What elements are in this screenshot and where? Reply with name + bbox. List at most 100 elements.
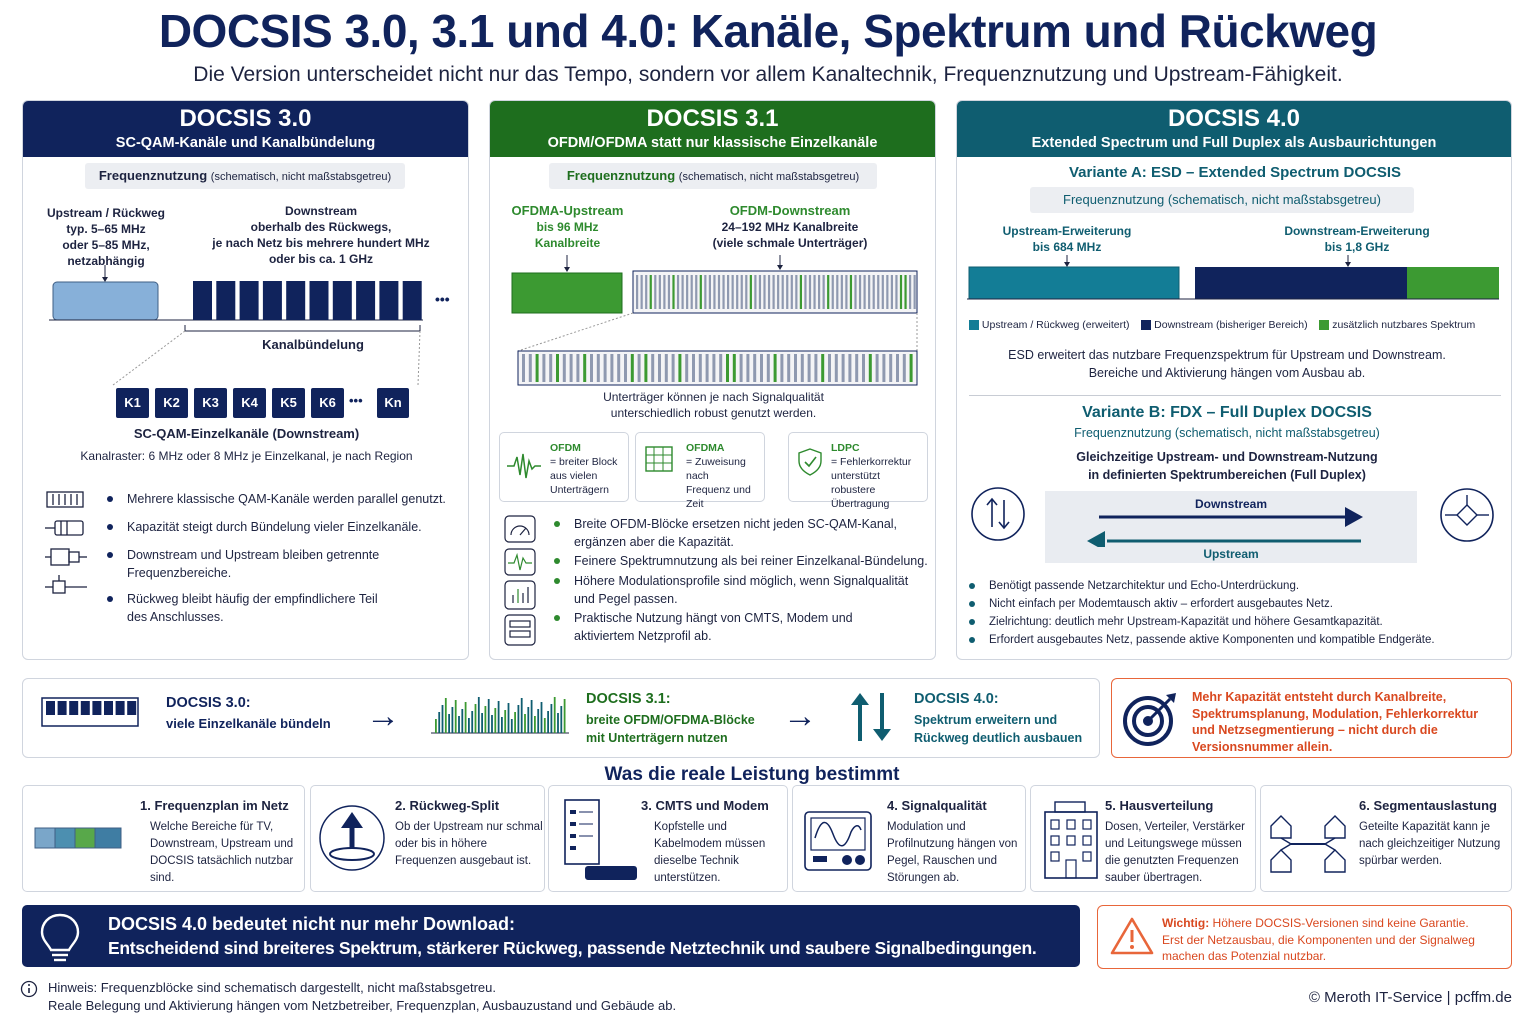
cmts-modem-icon (564, 799, 637, 880)
subcarrier (845, 275, 848, 309)
flow-arrow-1: → (366, 697, 400, 735)
gauge-icon (504, 515, 536, 543)
server-icon (504, 614, 536, 646)
docsis30-single-title: SC-QAM-Einzelkanäle (Downstream) (133, 426, 360, 441)
subcarrier (822, 275, 825, 309)
subcarrier (804, 275, 807, 309)
subcarrier-zoom (671, 354, 675, 382)
flow-subcarrier (547, 711, 549, 733)
subcarrier-zoom (522, 354, 525, 382)
flow-subcarrier (501, 717, 503, 733)
docsis31-header: DOCSIS 3.1 OFDM/OFDMA statt nur klassisc… (490, 101, 935, 157)
subcarrier-zoom (732, 354, 736, 382)
flow-subcarrier (524, 714, 526, 733)
esd-upstream-block (968, 266, 1180, 300)
svg-text:•••: ••• (435, 291, 450, 307)
channels-ellipsis: ••• (349, 393, 363, 408)
flow-subcarrier (451, 707, 454, 733)
footer-note: Hinweis: Frequenzblöcke sind schematisch… (48, 980, 677, 1013)
flow-channel-bar (127, 701, 137, 715)
info-icon (20, 980, 38, 998)
splitter-icon (45, 548, 87, 566)
subcarrier-zoom (630, 354, 634, 382)
subcarrier-zoom (753, 354, 757, 382)
factor-1: 1. Frequenzplan im Netz Welche Bereiche … (22, 785, 305, 892)
subcarrier (836, 275, 839, 309)
subcarrier-zoom (583, 354, 587, 382)
docsis40-subtitle: Extended Spectrum und Full Duplex als Au… (1031, 135, 1437, 151)
flow-channel-bar (92, 701, 102, 715)
flow-channel-bar (46, 701, 55, 715)
flow-channel-bar (104, 701, 113, 715)
docsis30-freq-pill: Frequenznutzung (schematisch, nicht maßs… (85, 163, 405, 189)
docsis31-robust-text: Unterträger können je nach Signalqualitä… (603, 390, 824, 420)
docsis31-panel: DOCSIS 3.1 OFDM/OFDMA statt nur klassisc… (489, 100, 936, 660)
subcarrier-zoom (896, 354, 899, 382)
fdx-downstream-label: Downstream (1194, 497, 1268, 511)
subcarrier-zoom (569, 354, 573, 382)
downstream-channel-block (262, 281, 282, 320)
spectrum-icon (504, 548, 536, 576)
esd-downstream-block (1195, 267, 1407, 299)
flow-step3-title: DOCSIS 4.0: (914, 691, 999, 707)
subcarrier-zoom (637, 354, 641, 382)
downstream-channel-block (216, 281, 236, 320)
warning-callout: Wichtig: Höhere DOCSIS-Versionen sind ke… (1097, 905, 1512, 969)
flow-arrow-2: → (783, 697, 817, 735)
esd-additional-block (1407, 267, 1499, 299)
factors-title: Was die reale Leistung bestimmt (604, 764, 900, 785)
up-down-arrows-icon (851, 693, 891, 741)
subcarrier (708, 275, 711, 309)
subcarrier-zoom (889, 354, 893, 382)
subcarrier (772, 275, 775, 309)
factor-6: 6. Segmentauslastung Geteilte Kapazität … (1260, 785, 1512, 892)
bar-chart-icon (504, 580, 536, 610)
flow-subcarrier (474, 704, 477, 733)
flow-subcarrier (444, 698, 447, 733)
subcarrier-zoom (712, 354, 716, 382)
flow-subcarrier (491, 715, 493, 733)
fdx-title: Variante B: FDX – Full Duplex DOCSIS (1082, 404, 1372, 421)
subcarrier-zoom (787, 354, 791, 382)
subcarrier (699, 275, 702, 309)
subcarrier (695, 275, 698, 309)
freq-note: (schematisch, nicht maßstabsgetreu) (210, 171, 392, 183)
factor-5: 5. Hausverteilung Dosen, Verteiler, Vers… (1030, 785, 1256, 892)
flow-channel-bar (69, 701, 79, 715)
flow-subcarrier (461, 709, 464, 733)
flow-subcarrier (497, 701, 500, 733)
flow-subcarrier (438, 712, 441, 733)
subcarrier-zoom (868, 354, 872, 382)
building-icon (1044, 801, 1098, 879)
shared-houses-icon (1270, 815, 1346, 873)
channel-k6: K6 (311, 388, 344, 418)
factor-2: 2. Rückweg-Split Ob der Upstream nur sch… (310, 785, 545, 892)
subcarrier-zoom (875, 354, 879, 382)
flow-subcarrier (550, 704, 553, 733)
subcarrier-zoom (705, 354, 709, 382)
cable-connector-icon (45, 520, 84, 536)
subcarrier-zoom (549, 354, 553, 382)
subcarrier-zoom (535, 354, 539, 382)
flow-subcarrier (540, 702, 543, 733)
subcarrier-zoom (760, 354, 763, 382)
subcarrier (717, 275, 721, 309)
subcarrier-zoom (909, 354, 913, 382)
subcarrier (831, 275, 834, 309)
flow-subcarrier (468, 718, 470, 733)
flow-subcarrier (507, 703, 510, 733)
subcarrier (790, 275, 793, 309)
subcarrier-zoom (617, 354, 621, 382)
docsis30-title: DOCSIS 3.0 (179, 105, 312, 132)
bidirectional-arrows-icon (971, 487, 1025, 541)
subcarrier (736, 275, 739, 309)
subcarrier (667, 275, 671, 309)
docsis40-panel: DOCSIS 4.0 Extended Spectrum und Full Du… (956, 100, 1512, 660)
docsis31-subtitle: OFDM/OFDMA statt nur klassische Einzelka… (547, 135, 878, 151)
subcarrier-zoom (834, 354, 838, 382)
docsis31-bullet-3: Höhere Modulationsprofile sind möglich, … (552, 572, 932, 608)
subcarrier (781, 275, 784, 309)
flow-channel-bar (80, 701, 90, 715)
